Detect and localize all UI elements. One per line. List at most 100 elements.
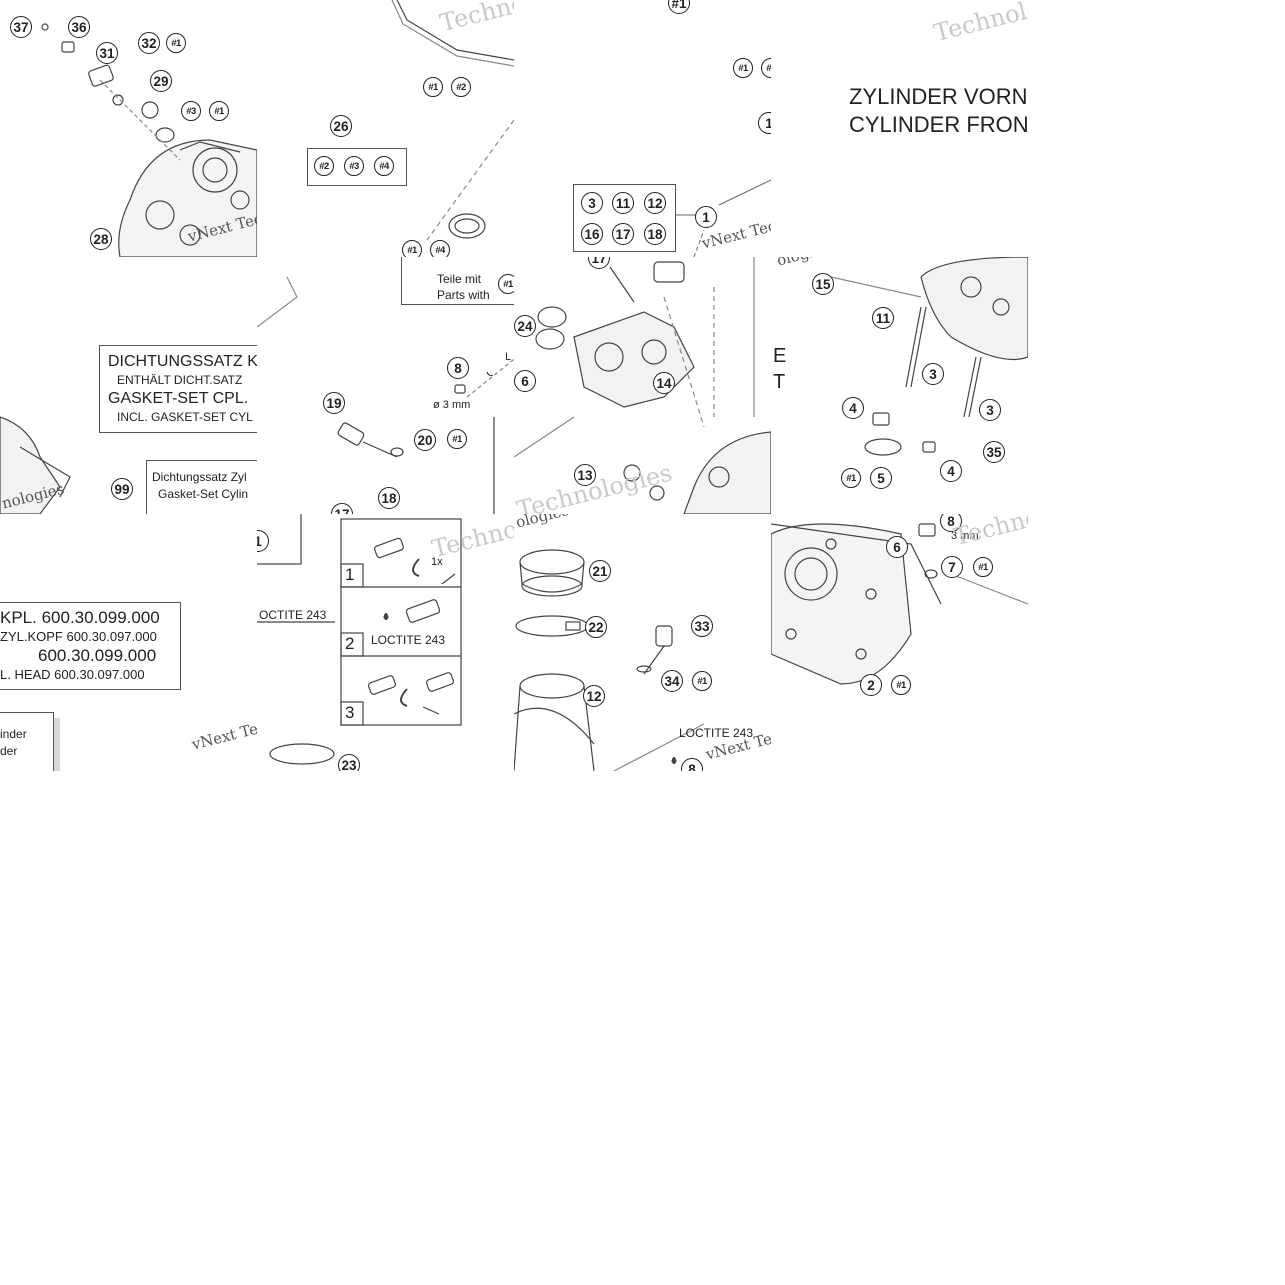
callout-31: 31 xyxy=(96,42,118,64)
callout-hash4: #4 xyxy=(374,156,394,176)
label-partial-t: T xyxy=(773,371,786,393)
callout-24: 24 xyxy=(514,315,536,337)
tile-cylinder-title: Technologies ZYLINDER VORN CYLINDER FRON xyxy=(771,0,1028,257)
callout-4: 4 xyxy=(842,397,864,419)
part-number-de: KPL. 600.30.099.000 xyxy=(0,608,160,627)
callout-hash1: #1 xyxy=(402,240,422,257)
tile-cylinder-head-cover: 37 36 31 32 #1 29 #3 #1 28 vNext Tec xyxy=(0,0,257,257)
gasket-set-de-title: DICHTUNGSSATZ K xyxy=(108,353,257,370)
blank-area xyxy=(0,771,1285,1285)
callout-hash2: #2 xyxy=(451,77,471,97)
callout-6: 6 xyxy=(514,370,536,392)
callout-26: 26 xyxy=(330,115,352,137)
step-1-label: 1 xyxy=(345,565,355,584)
callout-35: 35 xyxy=(983,441,1005,463)
kit-99-de-cont: inder xyxy=(0,727,27,741)
callout-hash1: #1 xyxy=(891,675,911,695)
callout-3: 3 xyxy=(922,363,944,385)
callout-34: 34 xyxy=(661,670,683,692)
tile-valve-cover-gasket: Technologies #1 #2 26 #2 #3 #4 #1 #4 xyxy=(257,0,514,257)
step-2-label: 2 xyxy=(345,634,355,653)
callout-12: 12 xyxy=(583,685,605,707)
watermark: Technologies xyxy=(931,0,1028,48)
tile-studs: ologies 15 11 E T 3 4 3 35 #1 5 4 xyxy=(771,257,1028,514)
tile-blank xyxy=(1028,257,1285,514)
base-gasket-drawing xyxy=(771,523,1028,685)
tile-part-numbers: KPL. 600.30.099.000 ZYL.KOPF 600.30.097.… xyxy=(0,514,257,771)
callout-hash1: #1 xyxy=(733,58,753,78)
callout-hash2: #2 xyxy=(314,156,334,176)
watermark: vNext Tec xyxy=(190,717,257,754)
callout-12: 12 xyxy=(644,192,666,214)
callout-hash1: #1 xyxy=(166,33,186,53)
tile-blank xyxy=(1028,0,1285,257)
callout-8: 8 xyxy=(447,357,469,379)
callout-hash1: #1 xyxy=(841,468,861,488)
callout-21: 21 xyxy=(589,560,611,582)
callout-7: 7 xyxy=(941,556,963,578)
kit-99-en: Gasket-Set Cylin xyxy=(158,487,249,501)
head-cover-drawing xyxy=(41,23,257,257)
callout-hash1: #1 xyxy=(423,77,443,97)
steps-drawing xyxy=(257,514,462,765)
callout-32: 32 xyxy=(138,32,160,54)
tile-intake-flange: ologies 21 22 33 12 34 #1 LOCTITE 243 vN… xyxy=(514,514,771,771)
parts-with-de: Teile mit xyxy=(437,272,482,286)
label-partial-l: L xyxy=(505,351,512,363)
callout-36: 36 xyxy=(68,16,90,38)
gasket-set-en-title: GASKET-SET CPL. xyxy=(108,390,249,407)
callout-4: 4 xyxy=(940,460,962,482)
callout-hash1: #1 xyxy=(447,429,467,449)
loctite-label-partial: OCTITE 243 xyxy=(259,608,327,622)
loctite-label: LOCTITE 243 xyxy=(679,726,754,740)
engine-fragment xyxy=(0,416,71,514)
callout-hash4: #4 xyxy=(430,240,450,257)
gasket-set-box xyxy=(99,345,257,433)
callout-18: 18 xyxy=(378,487,400,509)
callout-hash1: #1 xyxy=(209,101,229,121)
callout-18: 18 xyxy=(644,223,666,245)
part-number-de-sub: ZYL.KOPF 600.30.097.000 xyxy=(0,629,157,644)
parts-with-en: Parts with xyxy=(437,288,490,302)
callout-hash3: #3 xyxy=(181,101,201,121)
title-cylinder-de: ZYLINDER VORN xyxy=(849,84,1028,109)
label-1x: 1x xyxy=(431,556,443,568)
gasket-set-en-sub: INCL. GASKET-SET CYL xyxy=(117,410,253,424)
tile-cylinder-base-gasket: 8 3 mm Technologies 6 7 #1 2 #1 xyxy=(771,514,1028,771)
callout-16: 16 xyxy=(581,223,603,245)
kit-box-99-cont xyxy=(0,712,54,771)
title-cylinder-en: CYLINDER FRON xyxy=(849,112,1028,137)
kit-99-en-cont: der xyxy=(0,744,18,758)
callout-8: 8 xyxy=(940,514,962,532)
callout-11: 11 xyxy=(612,192,634,214)
part-number-en: 600.30.099.000 xyxy=(38,646,157,665)
callout-5: 5 xyxy=(870,467,892,489)
tile-gasket-set-label: DICHTUNGSSATZ K ENTHÄLT DICHT.SATZ GASKE… xyxy=(0,257,257,514)
parts-with-box xyxy=(401,257,514,305)
kit-99-de: Dichtungssatz Zyl xyxy=(152,470,247,484)
step-3-label: 3 xyxy=(345,703,355,722)
callout-99: 99 xyxy=(111,478,133,500)
callout-11: 11 xyxy=(872,307,894,329)
callout-37: 37 xyxy=(10,16,32,38)
callout-17: 17 xyxy=(612,223,634,245)
callout-20: 20 xyxy=(414,429,436,451)
callout-hash1: #1 xyxy=(692,671,712,691)
callout-3: 3 xyxy=(581,192,603,214)
callout-28: 28 xyxy=(90,228,112,250)
callout-15: 15 xyxy=(812,273,834,295)
callout-19: 19 xyxy=(323,392,345,414)
callout-hash1: #1 xyxy=(498,274,514,294)
label-3mm: 3 mm xyxy=(951,530,979,542)
label-diameter: ø 3 mm xyxy=(433,399,471,411)
callout-1: 1 xyxy=(695,206,717,228)
studs-drawing xyxy=(830,257,1028,456)
part-number-box xyxy=(0,602,181,690)
callout-23: 23 xyxy=(338,754,360,771)
callout-14: 14 xyxy=(653,372,675,394)
tile-bolts: Teile mit Parts with #1 8 L ø 3 mm 19 20… xyxy=(257,257,514,514)
label-partial-e: E xyxy=(773,345,787,367)
step-2-loctite: LOCTITE 243 xyxy=(371,633,446,647)
tile-kit-box-1: #1 #1 #2 1 3 11 12 16 17 18 1 vNext Tec xyxy=(514,0,771,257)
